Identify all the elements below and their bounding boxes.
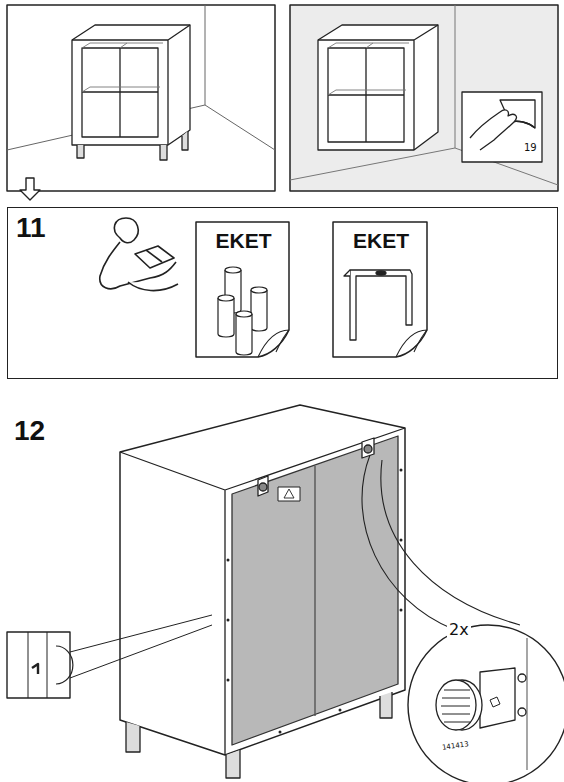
manual-title: EKET (338, 229, 424, 253)
manual-booklet: EKET (197, 223, 290, 358)
manual-title: EKET (201, 229, 286, 253)
step-number: 11 (16, 212, 549, 244)
step-number: 12 (12, 415, 47, 447)
quantity: 2x (447, 620, 471, 639)
page-number: 19 (522, 142, 539, 153)
step-panel: 11EKET EKET (7, 207, 558, 379)
manual-booklet: EKET (334, 223, 428, 358)
